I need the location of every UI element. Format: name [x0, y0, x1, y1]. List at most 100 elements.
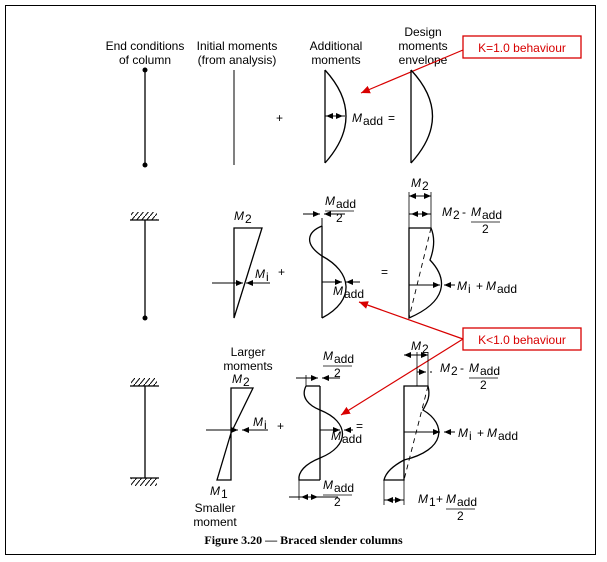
mi-label: M i [253, 415, 267, 432]
svg-text:M: M [471, 205, 481, 219]
svg-text:+: + [476, 279, 483, 293]
header-initial-moments: Initial moments (from analysis) [197, 39, 278, 67]
pinned-column [142, 67, 148, 168]
header-design-envelope: Design moments envelope [398, 25, 447, 67]
svg-text:2: 2 [451, 364, 458, 378]
m-add-label: M add [352, 111, 383, 128]
svg-text:add: add [334, 352, 354, 366]
larger-moments-label: Larger moments [223, 345, 272, 373]
svg-text:M: M [411, 339, 421, 353]
m2-label: M 2 [234, 209, 252, 226]
row-3-fixed-fixed: Larger moments M 2 M i M 1 Smaller momen… [130, 339, 518, 529]
m2-minus-m-add-over-2-label: M 2 - M add 2 [442, 205, 502, 236]
svg-text:2: 2 [422, 179, 429, 193]
svg-text:M: M [411, 176, 421, 190]
svg-text:M: M [234, 209, 244, 223]
svg-text:M: M [487, 426, 497, 440]
svg-text:M: M [333, 284, 343, 298]
svg-text:M: M [210, 484, 220, 498]
svg-text:M: M [458, 426, 468, 440]
row-1-pinned: + M add = [142, 67, 433, 168]
svg-text:2: 2 [480, 378, 487, 392]
equals-sign: = [356, 419, 363, 433]
svg-text:M: M [323, 349, 333, 363]
design-envelope-diagram: M 2 M 2 - M add 2 M i + M add [408, 176, 517, 319]
svg-text:M: M [440, 361, 450, 375]
svg-text:moments: moments [398, 39, 447, 53]
m2-label: M 2 [232, 372, 250, 389]
svg-text:i: i [266, 270, 269, 284]
svg-text:i: i [468, 282, 471, 296]
svg-text:End conditions: End conditions [106, 39, 185, 53]
svg-text:add: add [363, 114, 383, 128]
svg-text:+: + [436, 492, 443, 506]
svg-text:moments: moments [311, 53, 360, 67]
callout-k-less: K<1.0 behaviour [340, 301, 582, 416]
svg-text:(from analysis): (from analysis) [198, 53, 277, 67]
svg-text:add: add [498, 429, 518, 443]
m-add-over-2-label: M add 2 [323, 349, 354, 380]
design-envelope-diagram [410, 69, 433, 164]
svg-text:2: 2 [245, 212, 252, 226]
m1-label: M 1 [210, 484, 228, 501]
svg-text:K<1.0 behaviour: K<1.0 behaviour [478, 333, 566, 347]
svg-text:M: M [255, 267, 265, 281]
svg-text:add: add [457, 495, 477, 509]
svg-text:add: add [344, 287, 364, 301]
svg-text:add: add [336, 197, 356, 211]
svg-text:2: 2 [336, 211, 343, 225]
svg-text:M: M [352, 111, 362, 125]
m-add-label: M add [331, 429, 362, 446]
svg-text:M: M [232, 372, 242, 386]
initial-moment-triangle: M 2 M i [212, 209, 270, 319]
svg-text:2: 2 [457, 509, 464, 523]
fixed-top-pinned-bottom-column [130, 212, 159, 321]
additional-moment-diagram: M add [324, 69, 383, 164]
svg-text:2: 2 [243, 375, 250, 389]
svg-text:add: add [480, 364, 500, 378]
m2-label: M 2 [411, 339, 429, 356]
plus-sign: + [278, 265, 285, 279]
svg-text:M: M [446, 492, 456, 506]
svg-text:M: M [418, 492, 428, 506]
svg-text:add: add [497, 282, 517, 296]
additional-moment-diagram: M add 2 M add = M add 2 [289, 349, 363, 509]
m-add-over-2-label-bottom: M add 2 [323, 478, 354, 509]
svg-text:add: add [334, 481, 354, 495]
svg-text:M: M [469, 361, 479, 375]
svg-text:-: - [460, 361, 464, 375]
svg-text:add: add [342, 432, 362, 446]
svg-text:moment: moment [193, 515, 237, 529]
equals-sign: = [381, 265, 388, 279]
design-envelope-diagram: M 2 M 2 - M add 2 M i + M add [383, 339, 518, 523]
callout-k-equal: K=1.0 behaviour [360, 35, 582, 94]
additional-moment-diagram: M add 2 M add [303, 194, 364, 319]
svg-text:Design: Design [404, 25, 441, 39]
svg-text:i: i [264, 418, 267, 432]
svg-text:1: 1 [429, 495, 436, 509]
initial-moment-double-triangle: M 2 M i M 1 [206, 372, 268, 501]
svg-text:2: 2 [334, 366, 341, 380]
m-add-over-2-label: M add 2 [325, 194, 356, 225]
equals-sign: = [388, 111, 395, 125]
fixed-fixed-column [130, 378, 159, 486]
svg-text:add: add [482, 208, 502, 222]
svg-text:2: 2 [453, 208, 460, 222]
mi-plus-m-add-label: M i + M add [457, 279, 517, 296]
mi-plus-m-add-label: M i + M add [458, 426, 518, 443]
row-2-fixed-pinned: M 2 M i + M add 2 [130, 176, 517, 321]
m1-plus-m-add-over-2-label: M 1 + M add 2 [418, 492, 477, 523]
svg-text:M: M [323, 478, 333, 492]
header-additional-moments: Additional moments [310, 39, 363, 67]
svg-text:2: 2 [422, 342, 429, 356]
plus-sign: + [277, 419, 284, 433]
svg-text:i: i [469, 429, 472, 443]
svg-text:M: M [486, 279, 496, 293]
m2-label: M 2 [411, 176, 429, 193]
header-end-conditions: End conditions of column [106, 39, 185, 67]
svg-text:Larger: Larger [231, 345, 266, 359]
svg-text:M: M [325, 194, 335, 208]
svg-text:K=1.0 behaviour: K=1.0 behaviour [478, 41, 566, 55]
svg-text:+: + [477, 426, 484, 440]
